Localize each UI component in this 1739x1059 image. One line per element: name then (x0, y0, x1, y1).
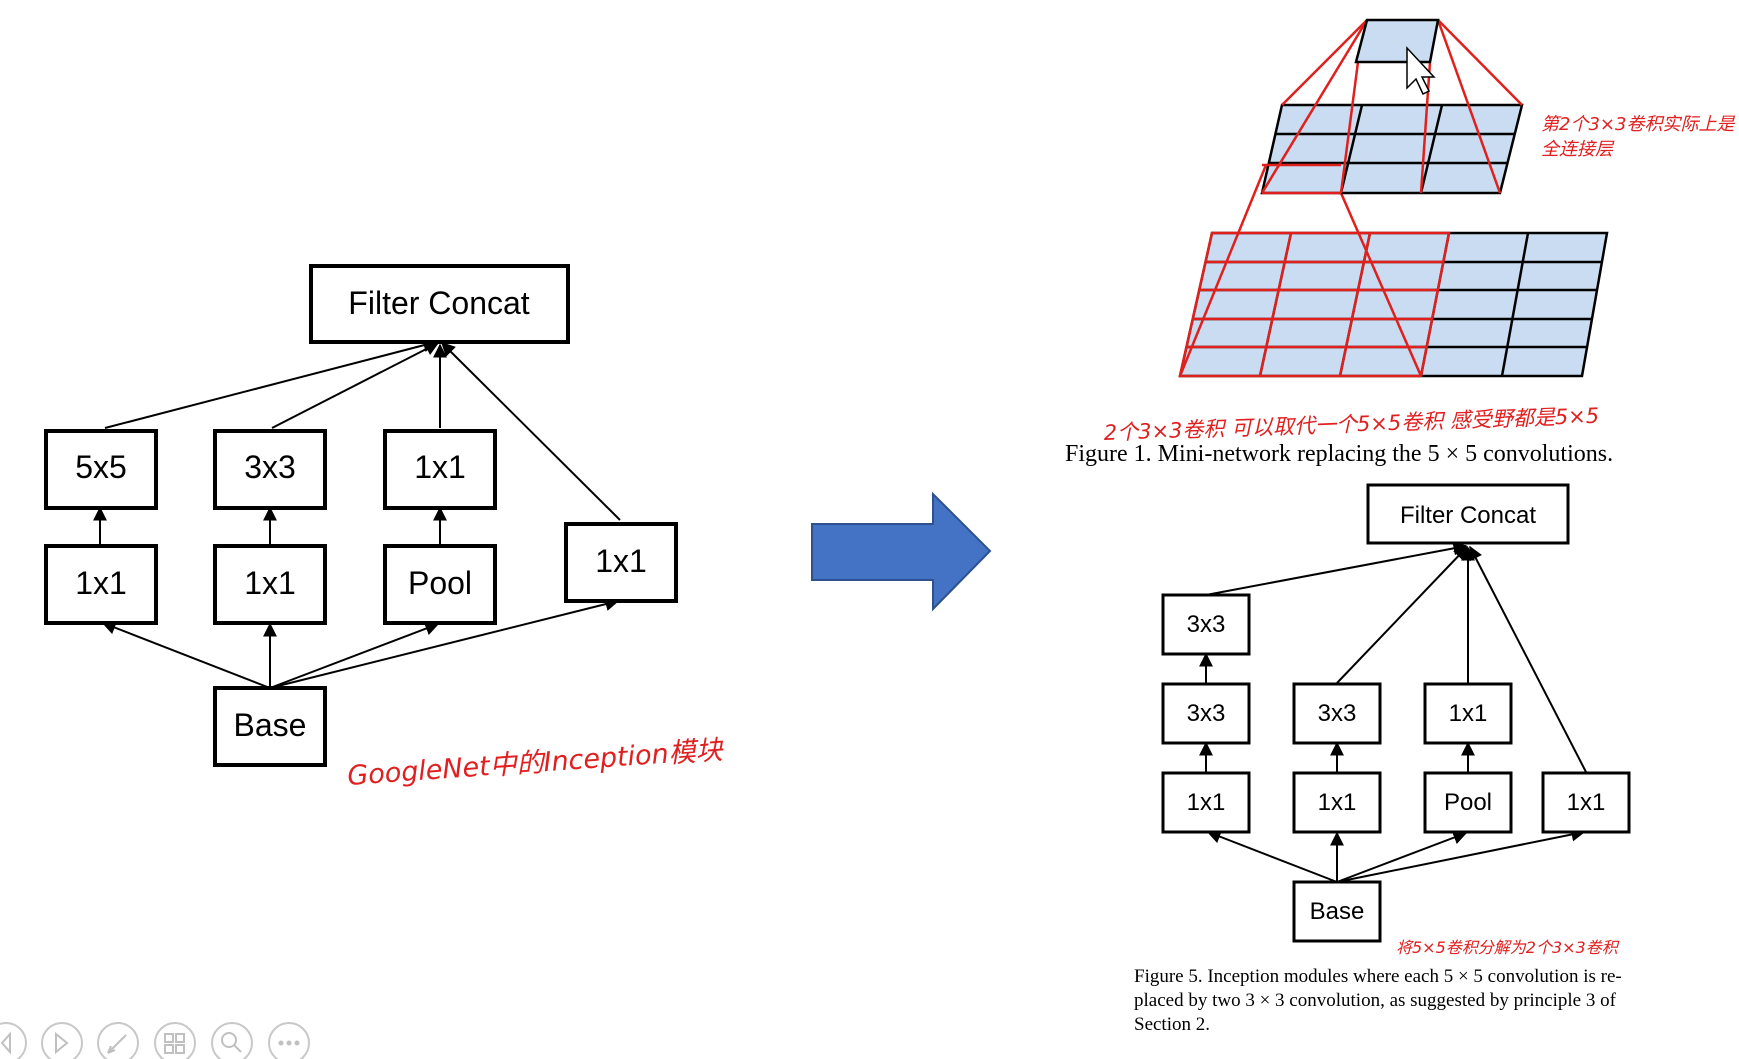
left-base-box (213, 686, 327, 767)
right-col2-1x1-box (1292, 771, 1382, 834)
right-col2-3x3-box (1292, 682, 1382, 745)
figure1-note-top: 第2个3×3卷积实际上是 (1541, 114, 1735, 135)
play-icon (55, 1031, 69, 1055)
left-3x3-box (213, 429, 327, 510)
figure1-note-caption: 2个3×3卷积 可以取代一个5×5卷积 感受野都是5×5 (1103, 404, 1599, 445)
mouse-cursor-icon (1406, 46, 1436, 96)
edge-side-to-concat (441, 342, 621, 521)
left-base-label: Base (234, 707, 307, 743)
figure5-caption-line2: placed by two 3 × 3 convolution, as sugg… (1134, 990, 1617, 1011)
left-annotation: GoogleNet中的Inception模块 (346, 735, 725, 792)
grid-icon (164, 1033, 174, 1043)
top-cell (1354, 18, 1440, 64)
right-col1-3x3-top-label: 3x3 (1187, 611, 1226, 638)
left-pool-label: Pool (408, 565, 472, 601)
left-3x3-label: 3x3 (244, 449, 296, 485)
left-1x1-mid-b-label: 1x1 (244, 565, 296, 601)
bottom-red-field (1178, 164, 1451, 378)
left-side-1x1-box (564, 522, 678, 603)
edge-base-to-side (269, 597, 620, 689)
right-base-box (1292, 880, 1382, 943)
zoom-button[interactable] (211, 1022, 253, 1059)
figure5-caption-line1: Figure 5. Inception modules where each 5… (1134, 966, 1622, 987)
right-col3-1x1-box (1423, 682, 1513, 745)
right-col1-1x1-label: 1x1 (1187, 789, 1226, 816)
right-base-label: Base (1310, 898, 1365, 925)
right-col1-3x3-top-box (1161, 593, 1251, 656)
right-filter-concat-box (1366, 483, 1570, 545)
right-col2-3x3-label: 3x3 (1318, 700, 1357, 727)
right-col4-1x1-label: 1x1 (1567, 789, 1606, 816)
more-icon (278, 1040, 284, 1046)
figure1-grids (1178, 18, 1609, 378)
edge-base-to-1x1a (101, 621, 271, 689)
prev-slide-button[interactable] (0, 1022, 27, 1059)
next-slide-button[interactable] (41, 1022, 83, 1059)
edge-3x3-to-concat (271, 342, 440, 429)
left-edges (93, 338, 621, 689)
right-col4-1x1-box (1541, 771, 1631, 834)
right-pool-label: Pool (1444, 789, 1492, 816)
right-annotation: 将5×5卷积分解为2个3×3卷积 (1396, 938, 1620, 957)
prev-icon (0, 1031, 11, 1055)
left-1x1-mid-b-box (213, 544, 327, 625)
left-inception-diagram: Filter Concat 5x5 3x3 1x1 1x1 1x1 Pool 1… (44, 264, 726, 792)
left-1x1-top-box (383, 429, 497, 510)
right-col1-1x1-box (1161, 771, 1251, 834)
right-edges (1199, 541, 1587, 883)
left-pool-box (383, 544, 497, 625)
right-col1-3x3-mid-label: 3x3 (1187, 700, 1226, 727)
figure5-caption-line3: Section 2. (1134, 1014, 1210, 1035)
right-col1-3x3-mid-box (1161, 682, 1251, 745)
right-col2-1x1-label: 1x1 (1318, 789, 1357, 816)
left-side-1x1-label: 1x1 (595, 543, 647, 579)
right-inception-diagram: Filter Concat 3x3 3x3 1x1 3x3 1x1 1x1 Po… (1161, 483, 1631, 957)
right-col3-1x1-label: 1x1 (1449, 700, 1488, 727)
transform-arrow (811, 491, 992, 612)
edge-5x5-to-concat (104, 338, 438, 429)
slides-overview-button[interactable] (154, 1022, 196, 1059)
left-filter-concat-box (309, 264, 570, 344)
bottom-grid (1178, 231, 1609, 378)
right-filter-concat-label: Filter Concat (1400, 502, 1536, 529)
left-5x5-box (44, 429, 158, 510)
left-5x5-label: 5x5 (75, 449, 127, 485)
left-filter-concat-label: Filter Concat (348, 285, 530, 321)
figure1-note-top-2: 全连接层 (1541, 139, 1615, 160)
left-1x1-mid-a-box (44, 544, 158, 625)
magnifier-icon (221, 1032, 237, 1048)
pen-icon (107, 1034, 127, 1054)
edge-base-to-pool (269, 621, 440, 689)
more-options-button[interactable] (268, 1022, 310, 1059)
right-pool-box (1423, 771, 1513, 834)
left-1x1-mid-a-label: 1x1 (75, 565, 127, 601)
figure1-caption: Figure 1. Mini-network replacing the 5 ×… (1065, 441, 1613, 467)
presentation-toolbar (0, 1022, 310, 1059)
top-red-field (1260, 19, 1523, 194)
left-1x1-top-label: 1x1 (414, 449, 466, 485)
pen-tool-button[interactable] (97, 1022, 139, 1059)
middle-grid (1260, 103, 1524, 195)
